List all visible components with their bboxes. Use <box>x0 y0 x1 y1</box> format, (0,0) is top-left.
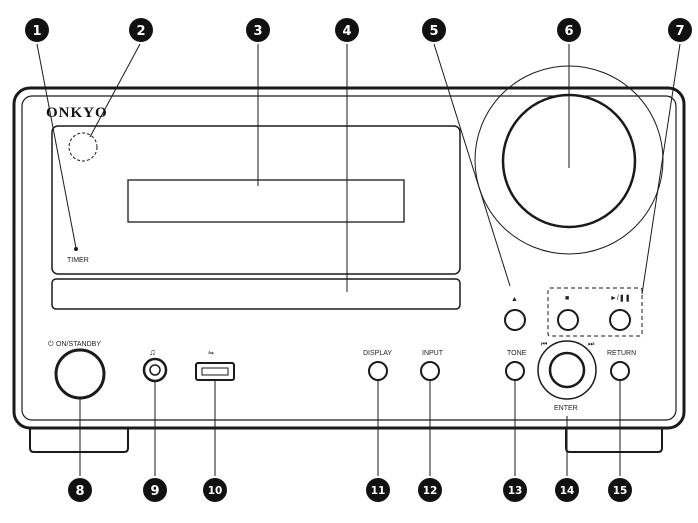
stop-symbol: ■ <box>565 295 569 302</box>
timer-label: TIMER <box>67 257 89 264</box>
display-label: DISPLAY <box>363 350 392 357</box>
enter-label: ENTER <box>554 405 578 412</box>
svg-text:12: 12 <box>423 485 438 497</box>
callout-14: 14 <box>555 478 579 502</box>
disc-tray[interactable] <box>51 278 461 310</box>
callout-15: 15 <box>608 478 632 502</box>
svg-text:13: 13 <box>508 485 523 497</box>
callout-10: 10 <box>203 478 227 502</box>
callout-2: 2 <box>129 18 153 42</box>
return-button[interactable] <box>610 361 630 381</box>
callout-5: 5 <box>422 18 446 42</box>
svg-text:14: 14 <box>560 485 575 497</box>
svg-text:10: 10 <box>208 485 223 497</box>
svg-text:6: 6 <box>564 24 573 39</box>
on-standby-label: ON/STANDBY <box>56 341 101 348</box>
svg-text:1: 1 <box>32 24 41 39</box>
remote-sensor <box>68 132 98 162</box>
callout-7: 7 <box>668 18 692 42</box>
svg-text:2: 2 <box>136 24 145 39</box>
eject-button[interactable] <box>504 309 526 331</box>
play-pause-symbol: ►/❚❚ <box>610 294 631 302</box>
timer-indicator <box>74 247 78 251</box>
callout-11: 11 <box>366 478 390 502</box>
unit-body <box>12 86 686 453</box>
eject-symbol: ▲ <box>511 296 518 303</box>
usb-port-inner <box>201 367 229 376</box>
callout-12: 12 <box>418 478 442 502</box>
callout-13: 13 <box>503 478 527 502</box>
leader-lines <box>36 43 681 476</box>
svg-text:5: 5 <box>429 24 438 39</box>
callout-1: 1 <box>25 18 49 42</box>
svg-text:15: 15 <box>613 485 628 497</box>
tone-button[interactable] <box>505 361 525 381</box>
stop-button[interactable] <box>557 309 579 331</box>
enter-button[interactable] <box>548 351 586 389</box>
headphones-jack-inner <box>149 364 161 376</box>
callout-6: 6 <box>557 18 581 42</box>
prev-symbol: ⏮ <box>541 341 547 348</box>
svg-text:4: 4 <box>342 24 351 39</box>
input-label: INPUT <box>422 350 444 357</box>
svg-text:3: 3 <box>253 24 262 39</box>
svg-text:8: 8 <box>75 484 84 499</box>
svg-text:11: 11 <box>371 485 386 497</box>
usb-icon: ⇋ <box>208 350 214 357</box>
display-panel <box>51 125 461 275</box>
callout-9: 9 <box>143 478 167 502</box>
play-controls-group <box>547 287 643 337</box>
callout-4: 4 <box>335 18 359 42</box>
display-button[interactable] <box>368 361 388 381</box>
input-button[interactable] <box>420 361 440 381</box>
on-standby-button[interactable] <box>54 348 106 400</box>
power-symbol: ⏻ <box>48 340 54 348</box>
next-symbol: ⏭ <box>588 341 595 348</box>
callout-8: 8 <box>68 478 92 502</box>
brand-logo: ONKYO <box>46 105 108 121</box>
svg-text:7: 7 <box>675 24 684 39</box>
tone-label: TONE <box>507 350 527 357</box>
return-label: RETURN <box>607 350 636 357</box>
svg-text:9: 9 <box>150 484 159 499</box>
callout-3: 3 <box>246 18 270 42</box>
play-pause-button[interactable] <box>609 309 631 331</box>
display-window <box>127 179 405 223</box>
headphones-icon: ♫ <box>149 347 156 357</box>
